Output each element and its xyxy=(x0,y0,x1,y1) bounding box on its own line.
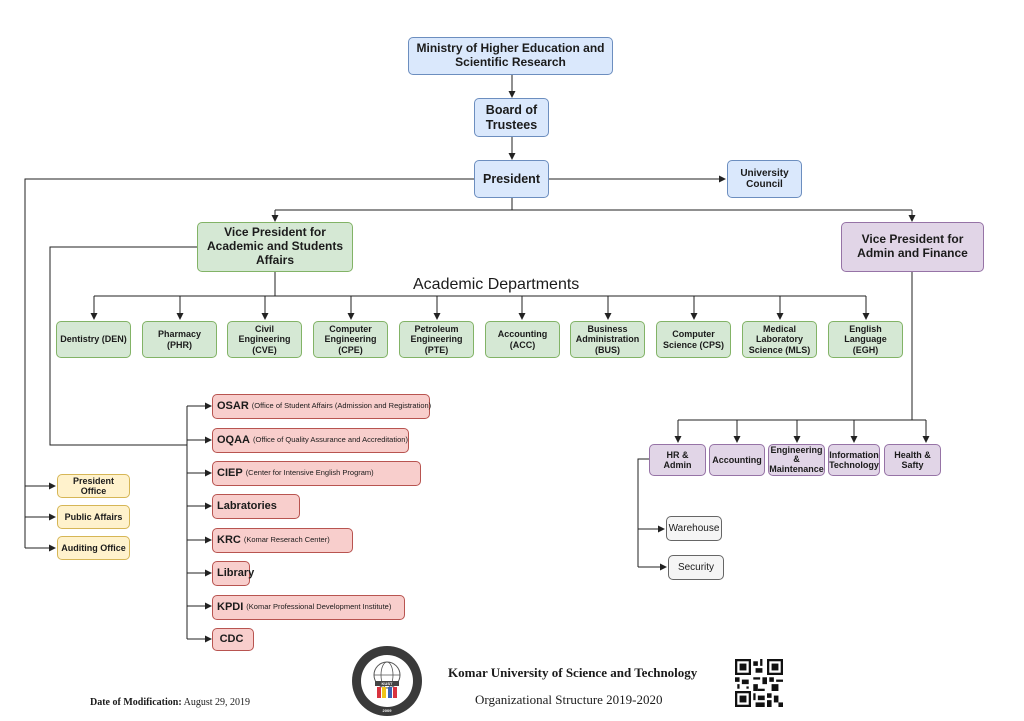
office-osar: OSAR(Office of Student Affairs (Admissio… xyxy=(212,394,432,419)
office-krc: KRC(Komar Reserach Center) xyxy=(212,528,353,553)
office-krc-full: (Komar Reserach Center) xyxy=(243,535,330,545)
office-library-abbr: Library xyxy=(217,567,255,580)
dept-business-administration: Business Administration (BUS) xyxy=(570,321,645,358)
office-oqaa-abbr: OQAA xyxy=(217,434,250,447)
engineering-maintenance-box: Engineering & Maintenance xyxy=(768,444,825,476)
qr-code-icon xyxy=(735,659,783,707)
dept-medical-laboratory: Medical Laboratory Science (MLS) xyxy=(742,321,817,358)
office-osar-full: (Office of Student Affairs (Admission an… xyxy=(251,401,432,411)
university-name: Komar University of Science and Technolo… xyxy=(448,665,698,680)
auditing-office-box: Auditing Office xyxy=(57,536,130,560)
dept-accounting: Accounting (ACC) xyxy=(485,321,560,358)
vp-academic-box: Vice President for Academic and Students… xyxy=(197,222,353,272)
logo-text: KUST xyxy=(382,681,393,686)
date-value: August 29, 2019 xyxy=(183,697,251,708)
vp-admin-box: Vice President for Admin and Finance xyxy=(841,222,984,272)
date-label: Date of Modification: xyxy=(90,697,182,708)
information-technology-box: Information Technology xyxy=(828,444,880,476)
office-kpdi-abbr: KPDI xyxy=(217,601,244,614)
warehouse-box: Warehouse xyxy=(666,516,722,541)
office-oqaa: OQAA(Office of Quality Assurance and Acc… xyxy=(212,428,409,453)
office-kpdi-full: (Komar Professional Development Institut… xyxy=(246,602,392,612)
date-of-modification: Date of Modification: August 29, 2019 xyxy=(90,697,250,708)
dept-computer-science: Computer Science (CPS) xyxy=(656,321,731,358)
office-cdc-abbr: CDC xyxy=(219,633,244,646)
dept-computer-engineering: Computer Engineering (CPE) xyxy=(313,321,388,358)
public-affairs-box: Public Affairs xyxy=(57,505,130,529)
dept-english-language: English Language (EGH) xyxy=(828,321,903,358)
board-of-trustees-box: Board of Trustees xyxy=(474,98,549,137)
ministry-box: Ministry of Higher Education and Scienti… xyxy=(408,37,613,75)
office-ciep-full: (Center for Intensive English Program) xyxy=(245,468,374,478)
university-council-box: University Council xyxy=(727,160,802,198)
president-office-box: President Office xyxy=(57,474,130,498)
academic-departments-title: Academic Departments xyxy=(413,276,580,293)
hr-admin-box: HR & Admin xyxy=(649,444,706,476)
office-library: Library xyxy=(212,561,254,586)
office-labratories-abbr: Labratories xyxy=(217,500,277,513)
security-box: Security xyxy=(668,555,724,580)
dept-pharmacy: Pharmacy (PHR) xyxy=(142,321,217,358)
logo-year: 2009 xyxy=(383,708,393,713)
office-osar-abbr: OSAR xyxy=(217,400,249,413)
kust-logo-icon: KUST 2009 xyxy=(352,646,422,716)
office-kpdi: KPDI(Komar Professional Development Inst… xyxy=(212,595,405,620)
office-oqaa-full: (Office of Quality Assurance and Accredi… xyxy=(253,435,408,445)
office-krc-abbr: KRC xyxy=(217,534,241,547)
admin-accounting-box: Accounting xyxy=(709,444,765,476)
dept-civil-engineering: Civil Engineering (CVE) xyxy=(227,321,302,358)
office-cdc: CDC xyxy=(212,628,254,651)
office-ciep: CIEP(Center for Intensive English Progra… xyxy=(212,461,421,486)
office-ciep-abbr: CIEP xyxy=(217,467,243,480)
president-box: President xyxy=(474,160,549,198)
health-safty-box: Health & Safty xyxy=(884,444,941,476)
structure-title: Organizational Structure 2019-2020 xyxy=(475,692,663,707)
dept-dentistry: Dentistry (DEN) xyxy=(56,321,131,358)
dept-petroleum-engineering: Petroleum Engineering (PTE) xyxy=(399,321,474,358)
office-labratories: Labratories xyxy=(212,494,300,519)
